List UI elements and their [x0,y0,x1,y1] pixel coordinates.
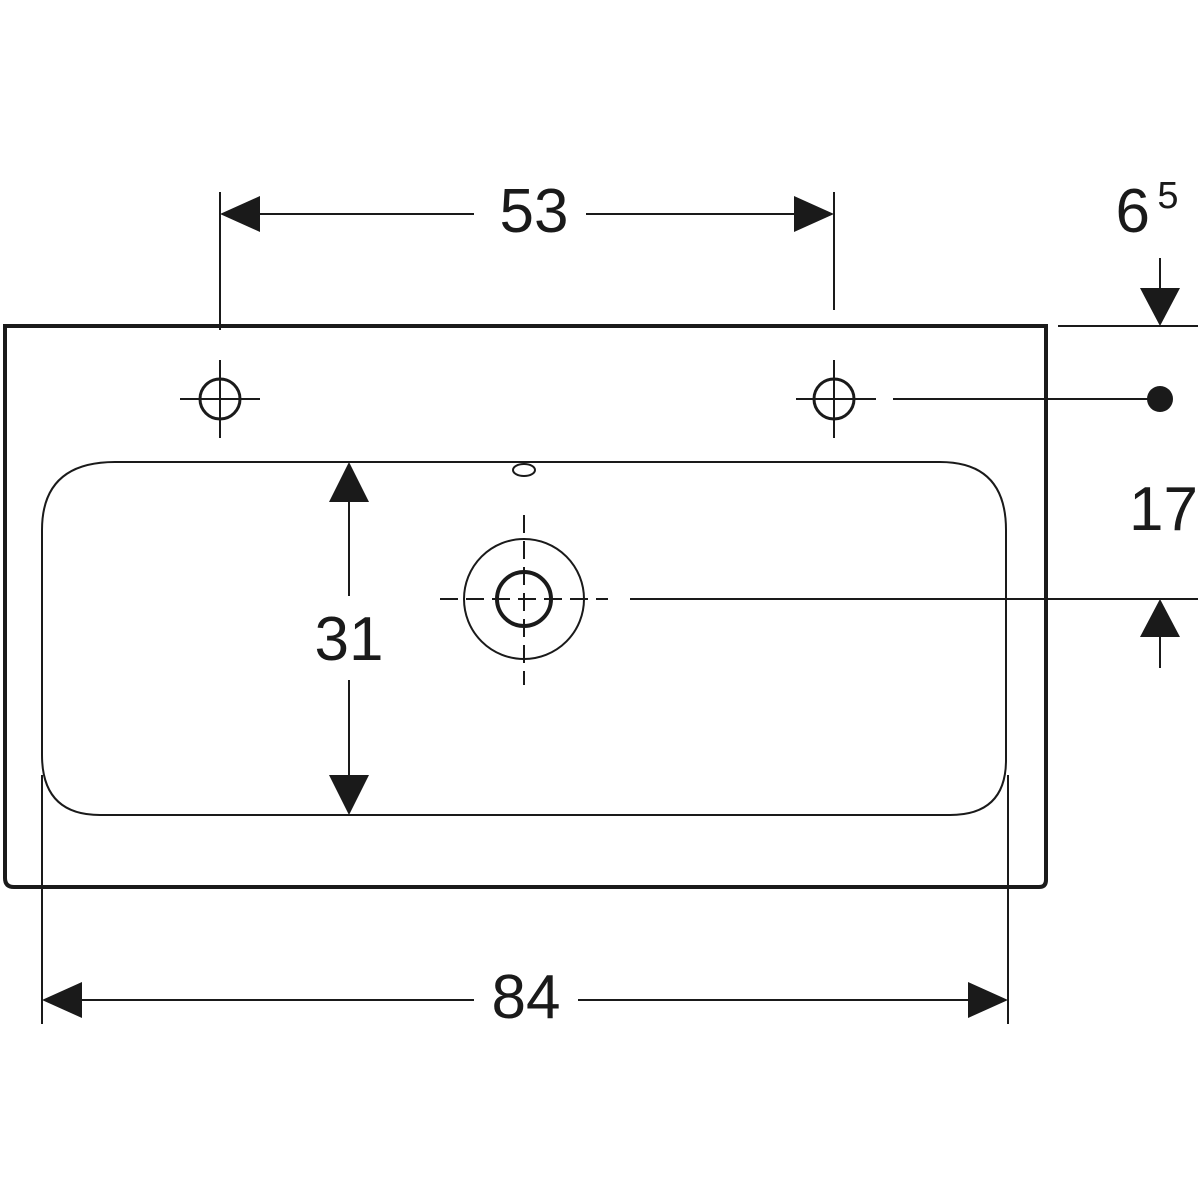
dimension-6-5-sup: 5 [1157,175,1178,217]
dimension-17: 17 [1129,475,1198,668]
dimension-31-label: 31 [315,605,384,674]
tap-centre-marker [1147,386,1173,412]
dimension-84-label: 84 [492,963,561,1032]
dimension-31: 31 [315,462,384,815]
dimension-84: 84 [42,963,1008,1032]
tap-hole-right [796,360,876,438]
dimension-53: 53 [220,177,834,246]
basin-outer-outline [3,324,1048,889]
overflow-hole [512,463,536,477]
basin-bowl-outline [41,461,1007,816]
drain [440,515,608,685]
dimension-17-label: 17 [1129,475,1198,544]
dimension-6-5-main: 6 [1116,177,1150,246]
tap-hole-left [180,360,260,438]
dimension-6-5: 6 5 [1116,175,1180,412]
dimension-53-label: 53 [500,177,569,246]
